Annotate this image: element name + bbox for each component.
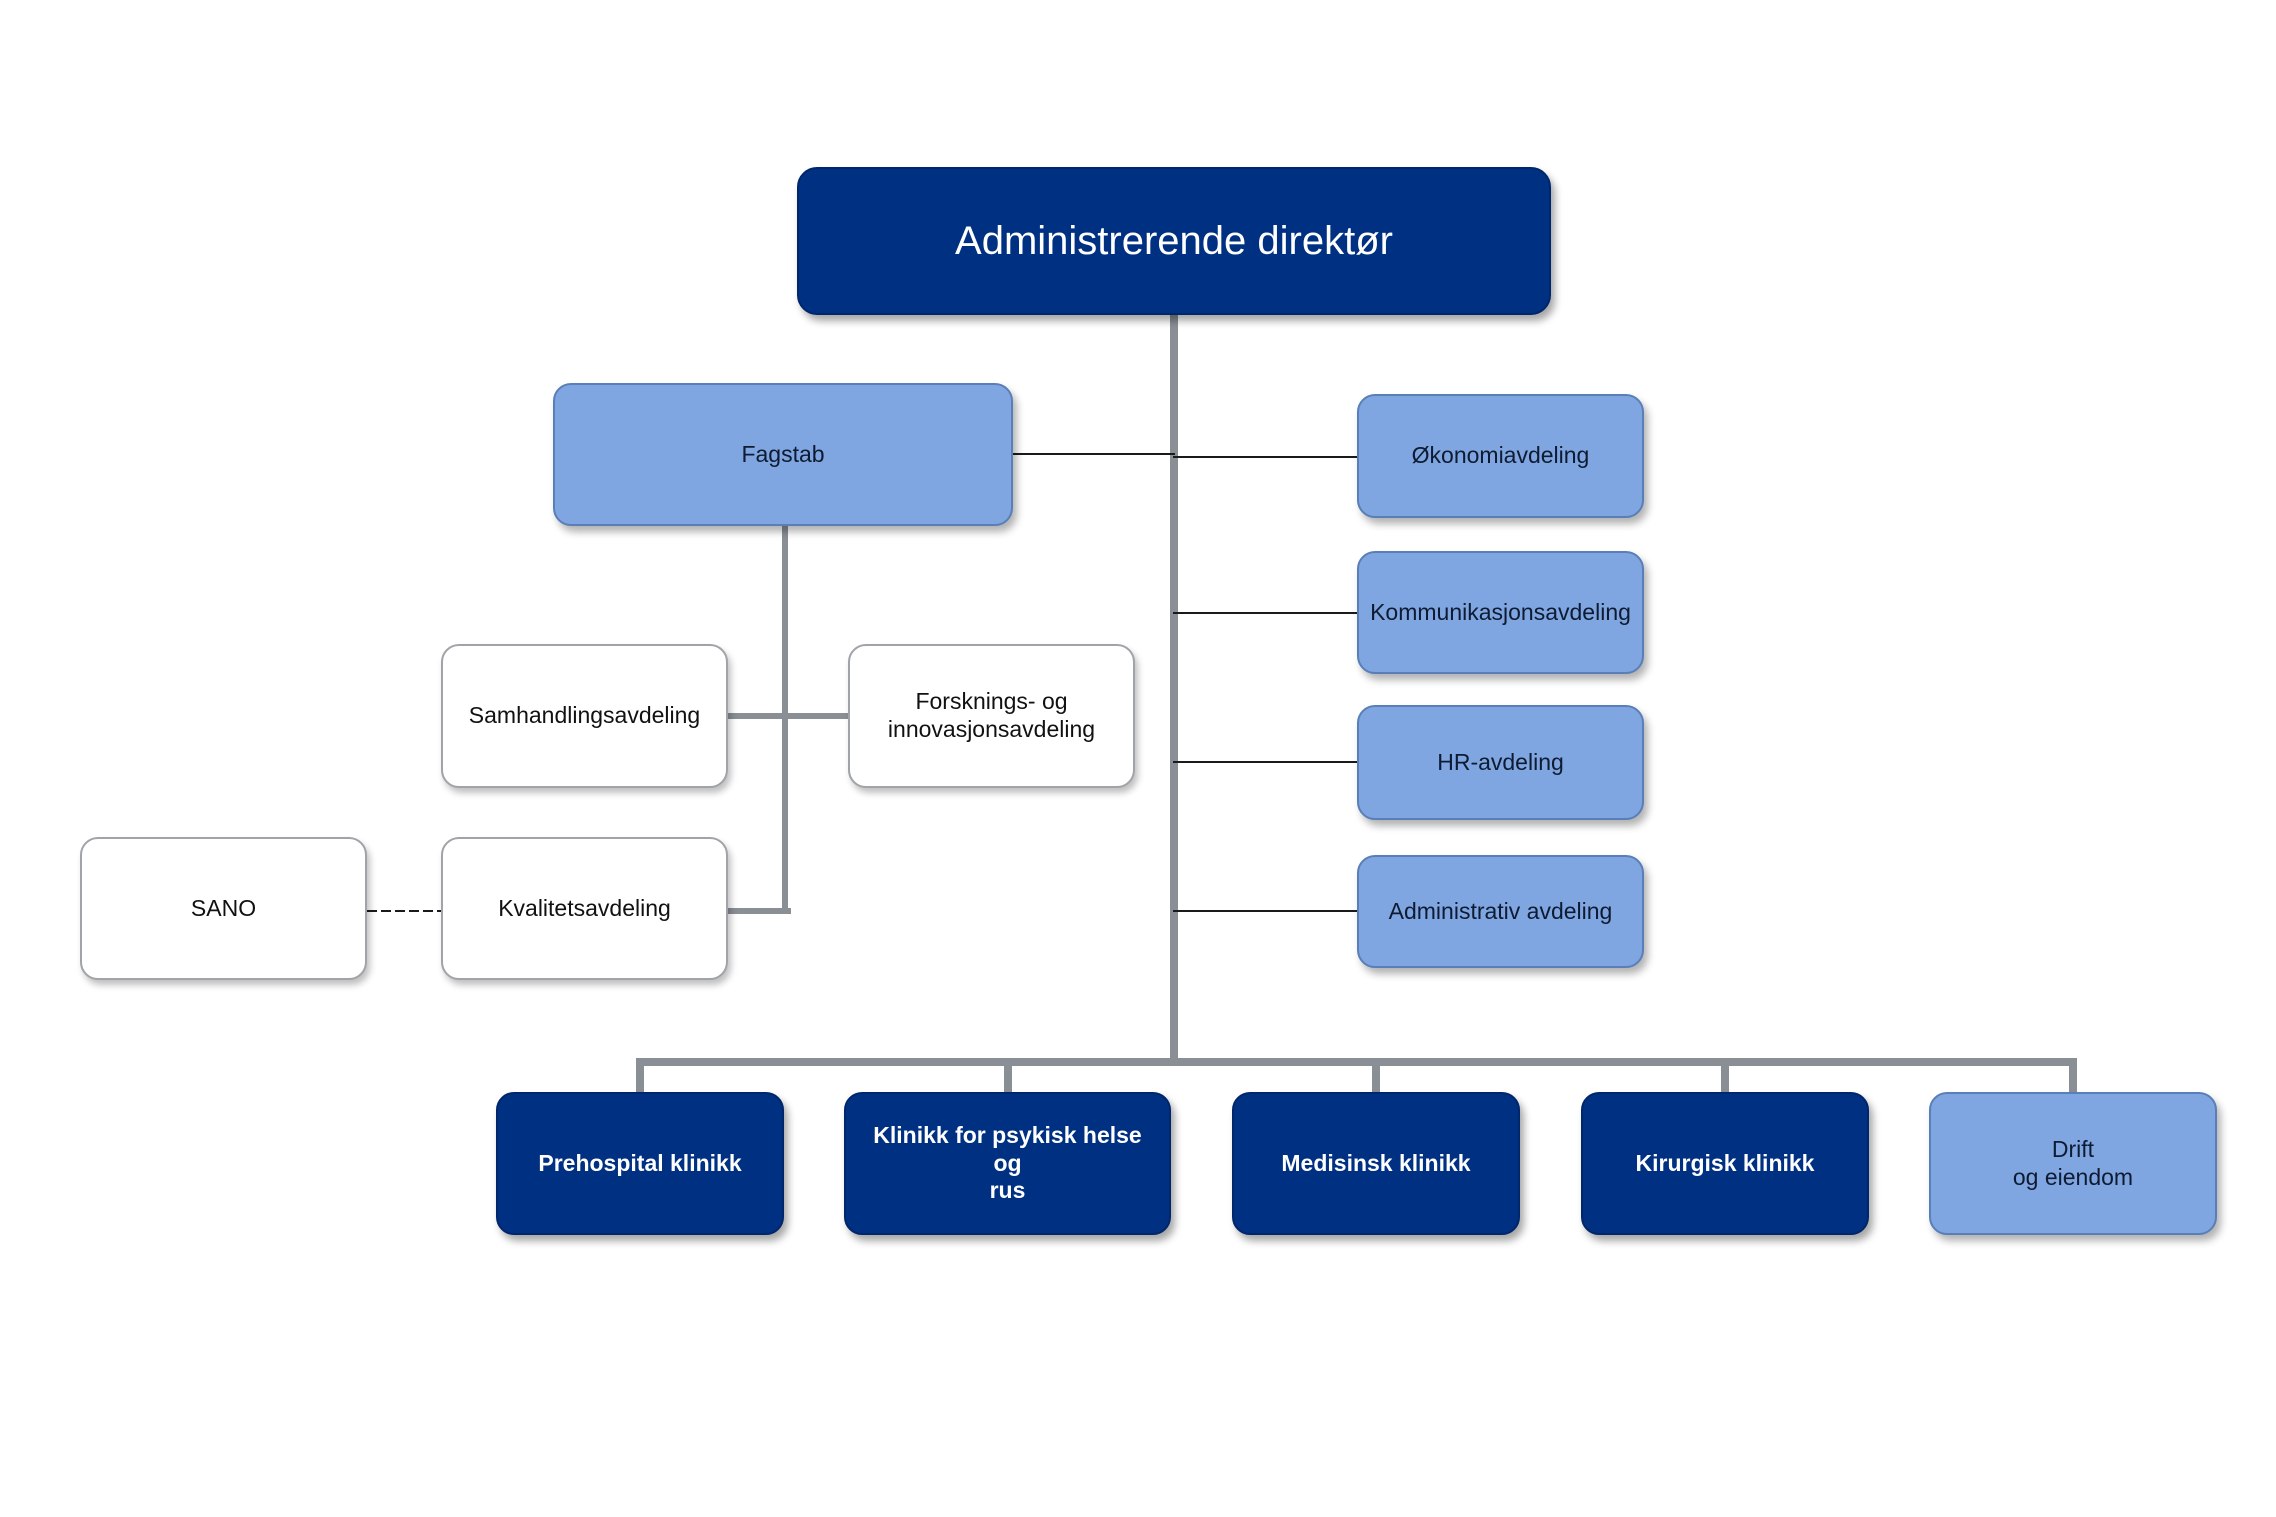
samhandlingsavdeling-box: Samhandlingsavdeling <box>441 644 728 788</box>
administrerende-direktor-box: Administrerende direktør <box>797 167 1551 315</box>
administrativ-avdeling-box: Administrativ avdeling <box>1357 855 1644 968</box>
kirurgisk-klinikk-label: Kirurgisk klinikk <box>1635 1149 1815 1176</box>
samhandlingsavdeling-label: Samhandlingsavdeling <box>468 702 701 729</box>
hr-avdeling-box: HR-avdeling <box>1357 705 1644 820</box>
hr-avdeling-label: HR-avdeling <box>1437 748 1564 775</box>
drift-og-eiendom-box: Drift og eiendom <box>1929 1092 2217 1235</box>
kommunikasjonsavdeling-label: Kommunikasjonsavdeling <box>1370 598 1631 625</box>
kvalitetsavdeling-box: Kvalitetsavdeling <box>441 837 728 980</box>
sano-label: SANO <box>190 894 257 921</box>
sano-box: SANO <box>80 837 367 980</box>
medisinsk-klinikk-box: Medisinsk klinikk <box>1232 1092 1520 1235</box>
fagstab-box: Fagstab <box>553 383 1013 526</box>
kommunikasjonsavdeling-box: Kommunikasjonsavdeling <box>1357 551 1644 674</box>
fagstab-label: Fagstab <box>741 440 825 467</box>
administrativ-avdeling-label: Administrativ avdeling <box>1388 897 1613 924</box>
forsknings-og-innovasjonsavdeling-box: Forsknings- og innovasjonsavdeling <box>848 644 1135 788</box>
forsknings-og-innovasjonsavdeling-label: Forsknings- og innovasjonsavdeling <box>887 688 1096 742</box>
klinikk-psykisk-helse-box: Klinikk for psykisk helse og rus <box>844 1092 1171 1235</box>
prehospital-klinikk-label: Prehospital klinikk <box>538 1149 742 1176</box>
medisinsk-klinikk-label: Medisinsk klinikk <box>1281 1149 1471 1176</box>
administrerende-direktor-label: Administrerende direktør <box>955 219 1393 263</box>
drift-og-eiendom-label: Drift og eiendom <box>2012 1135 2134 1190</box>
prehospital-klinikk-box: Prehospital klinikk <box>496 1092 784 1235</box>
kvalitetsavdeling-label: Kvalitetsavdeling <box>498 894 671 921</box>
klinikk-psykisk-helse-label: Klinikk for psykisk helse og rus <box>873 1122 1142 1204</box>
okonomiavdeling-box: Økonomiavdeling <box>1357 394 1644 518</box>
okonomiavdeling-label: Økonomiavdeling <box>1411 442 1590 469</box>
kirurgisk-klinikk-box: Kirurgisk klinikk <box>1581 1092 1869 1235</box>
